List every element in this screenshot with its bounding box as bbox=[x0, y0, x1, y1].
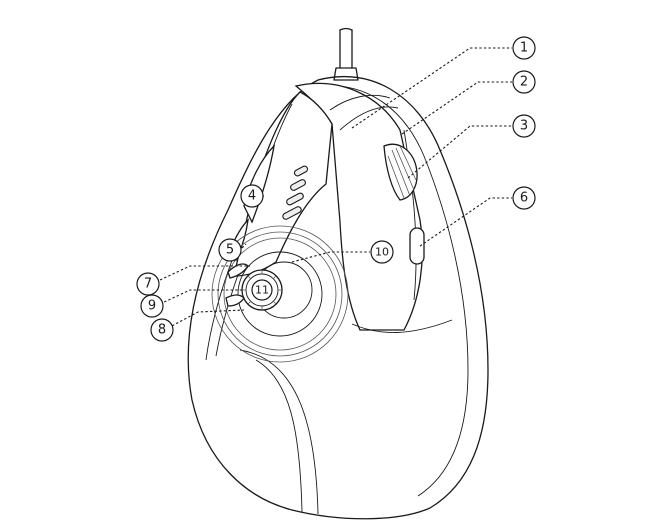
cable bbox=[333, 27, 359, 81]
svg-text:7: 7 bbox=[144, 277, 152, 292]
svg-text:10: 10 bbox=[375, 246, 389, 259]
svg-text:9: 9 bbox=[148, 299, 156, 314]
svg-text:2: 2 bbox=[520, 75, 528, 90]
callout-2: 2 bbox=[512, 70, 536, 94]
dpi-indicator-lights bbox=[282, 165, 309, 220]
callout-8: 8 bbox=[150, 318, 174, 342]
callout-10: 10 bbox=[370, 240, 394, 264]
dpi-button[interactable] bbox=[409, 227, 425, 265]
callout-4: 4 bbox=[240, 184, 264, 208]
svg-text:3: 3 bbox=[520, 119, 528, 134]
callout-6: 6 bbox=[512, 186, 536, 210]
knob-side-tabs bbox=[225, 263, 249, 307]
svg-text:1: 1 bbox=[520, 41, 528, 56]
leader-lines bbox=[159, 47, 512, 329]
svg-text:11: 11 bbox=[255, 284, 269, 297]
callout-3: 3 bbox=[512, 114, 536, 138]
scroll-wheel[interactable] bbox=[383, 143, 418, 201]
callout-1: 1 bbox=[512, 36, 536, 60]
callout-11: 11 bbox=[251, 279, 273, 301]
side-panel bbox=[229, 91, 333, 277]
callout-5: 5 bbox=[218, 238, 242, 262]
callout-7: 7 bbox=[136, 272, 160, 296]
callout-9: 9 bbox=[140, 294, 164, 318]
svg-text:8: 8 bbox=[158, 323, 166, 338]
svg-text:5: 5 bbox=[226, 243, 234, 258]
svg-text:4: 4 bbox=[248, 189, 256, 204]
svg-text:6: 6 bbox=[520, 191, 528, 206]
trackball-housing bbox=[211, 225, 349, 363]
